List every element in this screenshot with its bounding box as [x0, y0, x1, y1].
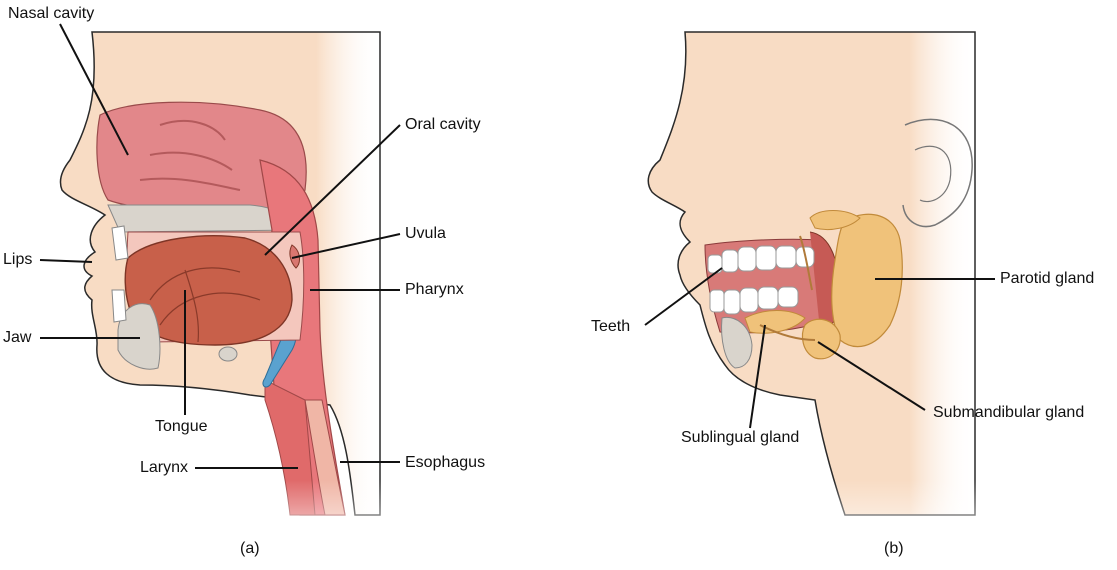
label-sublingual-gland: Sublingual gland [681, 429, 800, 446]
label-uvula: Uvula [405, 225, 446, 242]
leader-lips [39, 259, 93, 263]
label-teeth: Teeth [591, 318, 631, 335]
leader-teeth [644, 267, 723, 326]
label-jaw: Jaw [3, 329, 32, 346]
label-parotid-gland: Parotid gland [1000, 270, 1095, 287]
label-lips: Lips [3, 251, 33, 268]
caption-panel-a: (a) [240, 540, 260, 557]
leader-lines [39, 23, 995, 469]
label-pharynx: Pharynx [405, 281, 464, 298]
label-esophagus: Esophagus [405, 454, 486, 471]
label-nasal-cavity: Nasal cavity [8, 5, 95, 22]
label-submandibular-gland: Submandibular gland [933, 404, 1085, 421]
leader-nasal-cavity [59, 23, 129, 156]
label-larynx: Larynx [140, 459, 189, 476]
label-oral-cavity: Oral cavity [405, 116, 481, 133]
label-tongue: Tongue [155, 418, 208, 435]
caption-panel-b: (b) [884, 540, 904, 557]
leader-submandibular [817, 341, 926, 411]
leader-sublingual [749, 324, 766, 429]
leader-oral-cavity [264, 124, 401, 256]
leader-uvula [291, 233, 401, 259]
